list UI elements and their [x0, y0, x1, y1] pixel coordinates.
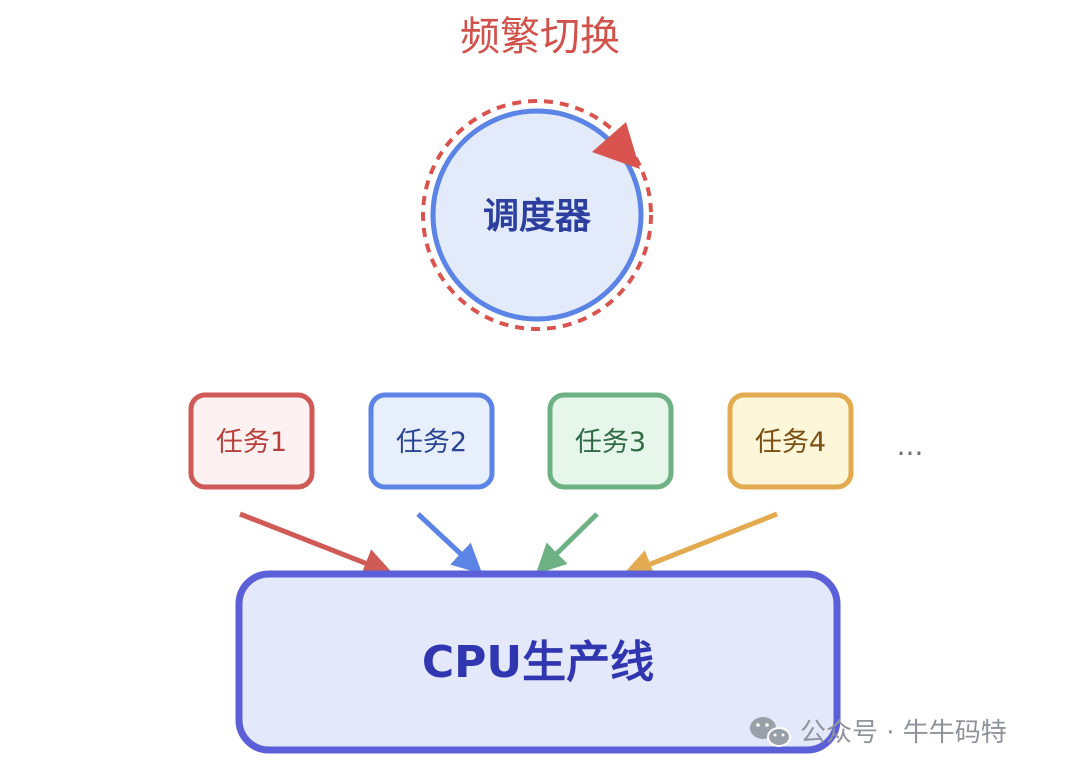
arrow-task4-to-cpu — [622, 511, 778, 579]
switch-title: 频繁切换 — [460, 14, 620, 60]
task-box-3: 任务3 — [547, 392, 674, 490]
more-tasks-ellipsis: ... — [897, 429, 924, 462]
arrow-task1-to-cpu — [239, 511, 394, 578]
switch-orbit — [421, 99, 653, 331]
scheduler-node — [430, 108, 644, 322]
cpu-production-line — [235, 570, 841, 754]
arrow-task3-to-cpu — [535, 512, 599, 575]
task-label-4: 任务4 — [755, 427, 826, 458]
orbit-arrowhead-icon — [592, 122, 640, 169]
watermark-text: 公众号 · 牛牛码特 — [800, 718, 1007, 748]
task-box-2: 任务2 — [368, 392, 495, 490]
task-box-4: 任务4 — [727, 392, 854, 490]
task-label-3: 任务3 — [575, 427, 646, 458]
scheduler-label: 调度器 — [483, 196, 592, 237]
task-label-1: 任务1 — [216, 427, 287, 458]
task-label-2: 任务2 — [396, 427, 467, 458]
wechat-icon — [750, 717, 791, 747]
task-box-1: 任务1 — [188, 392, 315, 490]
arrow-task2-to-cpu — [416, 512, 483, 575]
cpu-label: CPU生产线 — [422, 637, 654, 688]
